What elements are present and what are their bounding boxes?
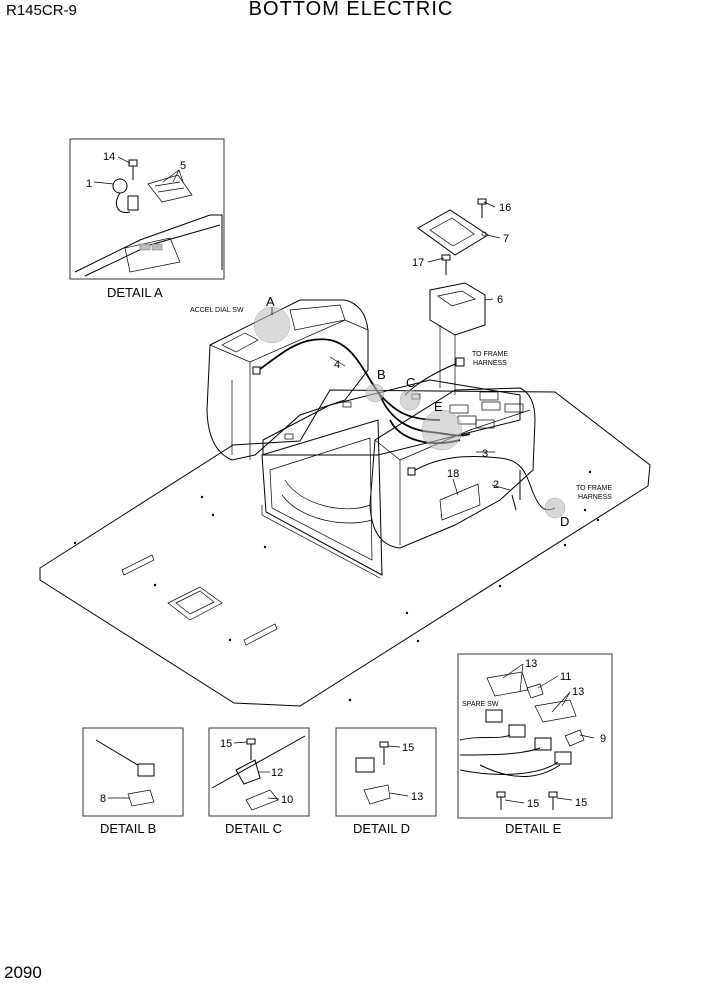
part-15-d: 15 bbox=[402, 742, 414, 754]
detail-a bbox=[69, 138, 225, 280]
part-3: 3 bbox=[482, 448, 488, 460]
left-console bbox=[206, 299, 369, 461]
detail-c-label: DETAIL C bbox=[225, 821, 282, 836]
labels: DETAIL A DETAIL B DETAIL C DETAIL D DETA… bbox=[86, 151, 612, 836]
bolt-17 bbox=[441, 254, 451, 275]
leader-lines bbox=[93, 156, 595, 804]
part-6: 6 bbox=[497, 294, 503, 306]
detail-b-label: DETAIL B bbox=[100, 821, 156, 836]
to-frame-note-2: TO FRAME bbox=[576, 485, 612, 492]
seat-frame bbox=[261, 379, 521, 579]
part-5: 5 bbox=[180, 160, 186, 172]
callout-e: E bbox=[434, 399, 443, 414]
callout-circles bbox=[253, 306, 566, 519]
page-title: BOTTOM ELECTRIC bbox=[248, 0, 454, 20]
harness-note-1: HARNESS bbox=[473, 360, 507, 367]
part-10: 10 bbox=[281, 794, 293, 806]
callout-c: C bbox=[406, 375, 415, 390]
part-15-e1: 15 bbox=[527, 798, 539, 810]
part-12: 12 bbox=[271, 767, 283, 779]
detail-b bbox=[82, 727, 184, 817]
detail-c bbox=[208, 727, 310, 817]
part-11: 11 bbox=[560, 671, 571, 683]
part-7: 7 bbox=[503, 233, 509, 245]
part-14: 14 bbox=[103, 151, 115, 163]
detail-a-label: DETAIL A bbox=[107, 285, 163, 300]
part-8: 8 bbox=[100, 793, 106, 805]
page-number: 2090 bbox=[4, 963, 42, 982]
part-18: 18 bbox=[447, 468, 459, 480]
part-4: 4 bbox=[334, 359, 340, 371]
part-13-b: 13 bbox=[572, 686, 584, 698]
mounting-plate bbox=[417, 209, 489, 256]
to-frame-note-1: TO FRAME bbox=[472, 351, 508, 358]
detail-d-label: DETAIL D bbox=[353, 821, 410, 836]
detail-e-label: DETAIL E bbox=[505, 821, 562, 836]
floor-plate bbox=[39, 389, 651, 707]
part-9: 9 bbox=[600, 733, 606, 745]
part-17: 17 bbox=[412, 257, 424, 269]
spare-sw-note: SPARE SW bbox=[462, 701, 499, 708]
part-13-a: 13 bbox=[525, 658, 537, 670]
callout-d: D bbox=[560, 514, 569, 529]
model-code: R145CR-9 bbox=[6, 2, 77, 19]
part-16: 16 bbox=[499, 202, 511, 214]
part-15-c: 15 bbox=[220, 738, 232, 750]
detail-d bbox=[335, 727, 437, 817]
part-15-e2: 15 bbox=[575, 797, 587, 809]
bolt-16 bbox=[477, 198, 487, 218]
part-1: 1 bbox=[86, 178, 92, 190]
part-2: 2 bbox=[493, 479, 499, 491]
harness-wires bbox=[252, 338, 556, 511]
seat-base-cushion bbox=[429, 282, 486, 395]
part-13-d: 13 bbox=[411, 791, 423, 803]
harness-note-2: HARNESS bbox=[578, 494, 612, 501]
detail-e bbox=[457, 653, 613, 819]
callout-a: A bbox=[266, 294, 275, 309]
callout-b: B bbox=[377, 367, 386, 382]
accel-dial-note: ACCEL DIAL SW bbox=[190, 307, 244, 314]
